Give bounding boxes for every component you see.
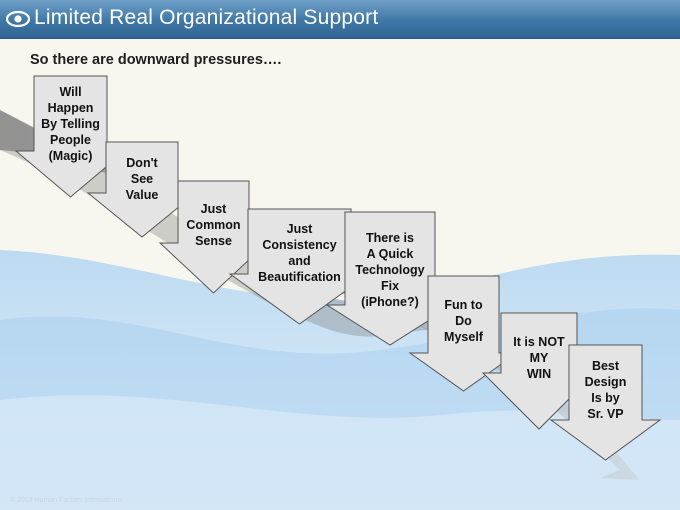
step-arrow-2	[86, 141, 198, 238]
slide-title: Limited Real Organizational Support	[34, 6, 379, 29]
eye-logo-icon	[6, 10, 30, 28]
step-label-3: Just Common Sense	[186, 202, 241, 248]
step-arrow-1	[14, 75, 127, 198]
title-bar: Limited Real Organizational Support	[0, 0, 680, 39]
step-label-8: Best Design Is by Sr. VP	[584, 359, 627, 421]
step-label-5: There is A Quick Technology Fix (iPhone?…	[355, 231, 425, 309]
step-label-2: Don't See Value	[125, 156, 159, 202]
step-label-7: It is NOT MY WIN	[513, 335, 565, 381]
slide-subtitle: So there are downward pressures….	[30, 52, 282, 68]
step-arrow-7	[481, 312, 597, 430]
step-label-1: Will Happen By Telling People (Magic)	[41, 85, 100, 163]
step-arrow-3	[158, 180, 269, 294]
copyright-notice: © 2013 Human Factors International	[10, 497, 123, 504]
step-label-4: Just Consistency and Beautification	[258, 222, 341, 284]
step-arrow-8	[549, 344, 662, 461]
step-arrow-6	[408, 275, 519, 392]
step-label-6: Fun to Do Myself	[444, 298, 483, 344]
step-arrow-5	[325, 211, 455, 346]
